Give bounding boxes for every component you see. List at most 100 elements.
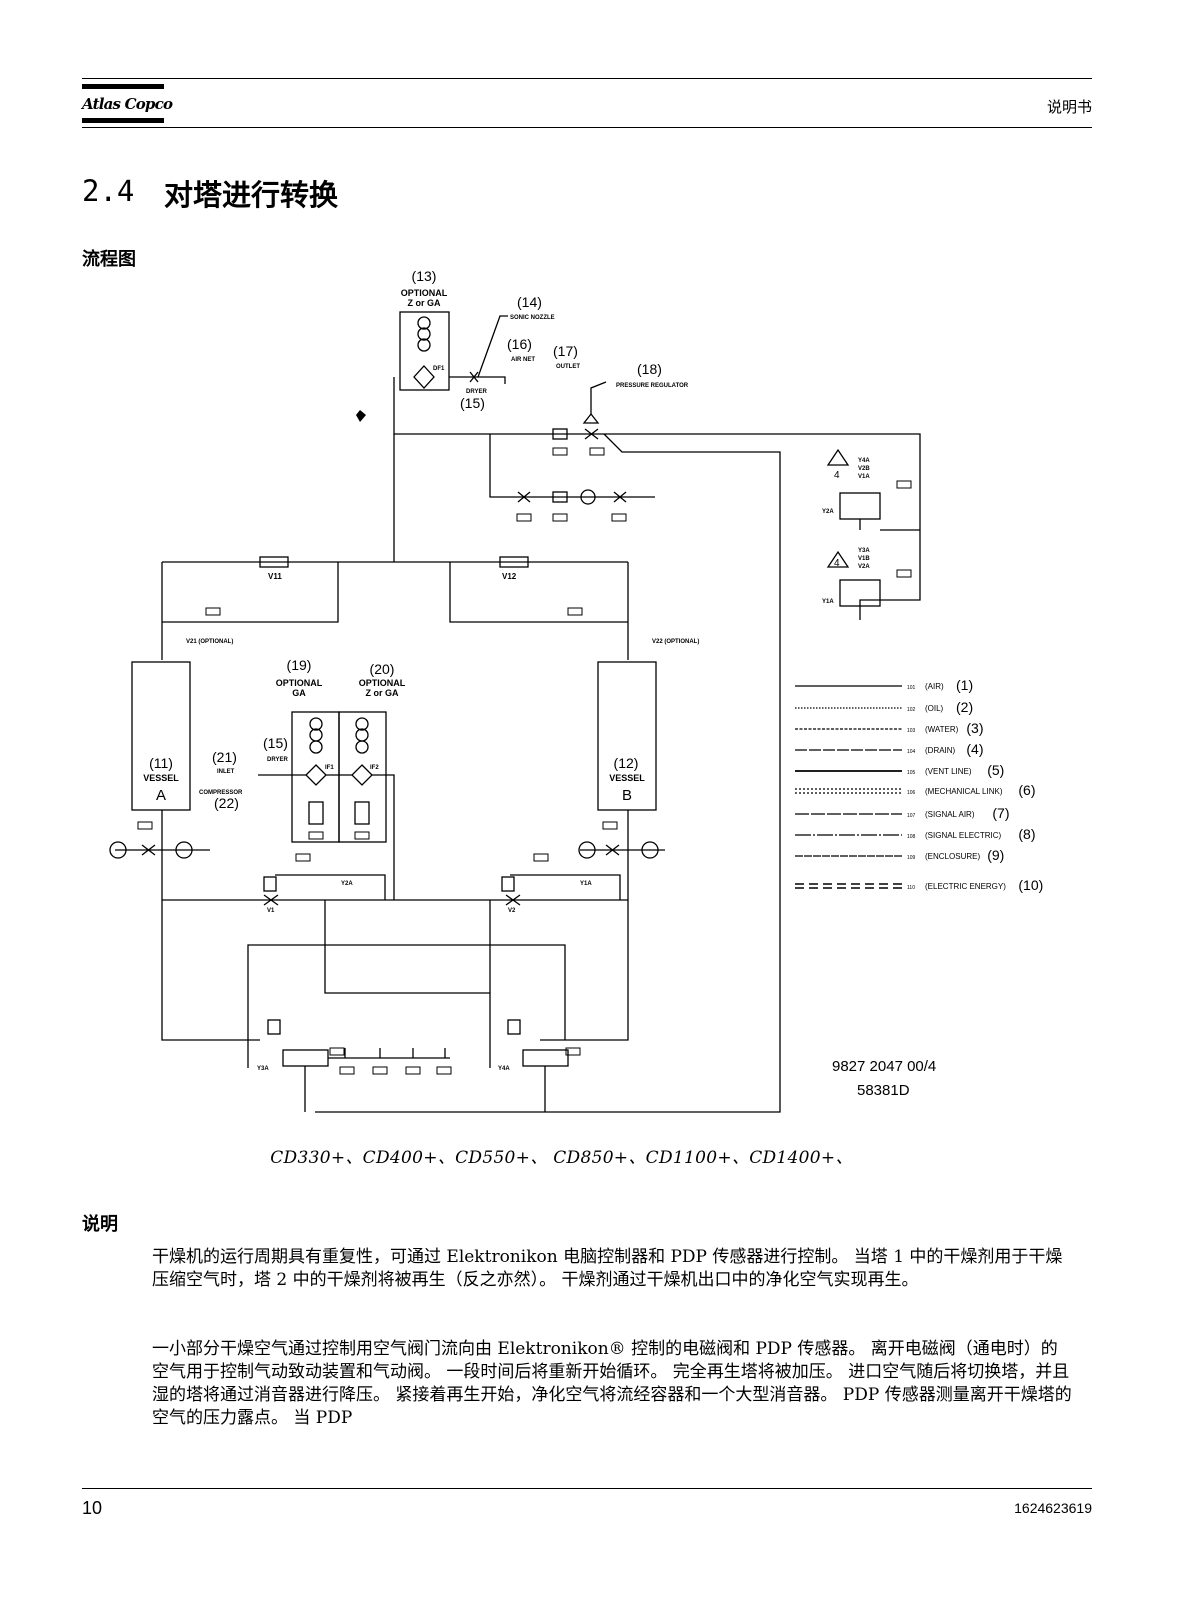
- y4a-label: Y4A: [498, 1066, 510, 1072]
- callout-19: (19): [287, 657, 312, 673]
- callout-18: (18): [637, 361, 662, 377]
- legend-code: 105: [907, 770, 916, 776]
- callout-16-label: AIR NET: [511, 357, 535, 363]
- y3a-label: Y3A: [257, 1066, 269, 1072]
- callout-20: (20): [370, 661, 395, 677]
- solenoid-1-tag-1: Y4A: [858, 458, 870, 464]
- callout-17-label: OUTLET: [556, 364, 580, 370]
- callout-22-label: COMPRESSOR: [199, 790, 243, 796]
- solenoid-2-y1a: Y1A: [822, 599, 834, 605]
- v21-label: V21 (OPTIONAL): [186, 639, 233, 645]
- legend-code: 107: [907, 813, 916, 819]
- callout-13-optional: OPTIONAL: [401, 288, 448, 298]
- doc-type: 说明书: [1046, 98, 1092, 116]
- v12-label: V12: [502, 572, 517, 581]
- model-caption: CD330+、CD400+、CD550+、 CD850+、CD1100+、CD1…: [270, 1148, 853, 1168]
- drawing-revision: 58381D: [857, 1082, 910, 1099]
- y2a-label: Y2A: [341, 881, 353, 887]
- v22-label: V22 (OPTIONAL): [652, 639, 699, 645]
- legend-name: (VENT LINE): [925, 767, 972, 776]
- callout-15-mid-label: DRYER: [267, 757, 288, 763]
- legend-name: (OIL): [925, 704, 944, 713]
- section-number: 2.4: [82, 174, 135, 208]
- legend-number: (9): [987, 847, 1004, 863]
- logo-bar-bottom: [82, 118, 164, 123]
- callout-13: (13): [412, 268, 437, 284]
- paragraph-2: 一小部分干燥空气通过控制用空气阀门流向由 Elektronikon® 控制的电磁…: [152, 1339, 1072, 1428]
- warning-number-2: 4: [834, 558, 840, 569]
- callout-12: (12): [614, 755, 639, 771]
- callout-22: (22): [214, 795, 239, 811]
- legend-name: (WATER): [925, 725, 959, 734]
- callout-16: (16): [507, 336, 532, 352]
- solenoid-2-tag-3: V2A: [858, 564, 870, 570]
- legend-number: (5): [987, 762, 1004, 778]
- legend-number: (1): [956, 677, 973, 693]
- drawing-number: 9827 2047 00/4: [832, 1058, 936, 1075]
- legend-code: 102: [907, 707, 916, 713]
- legend-number: (3): [966, 720, 983, 736]
- v1-label: V1: [267, 908, 275, 914]
- legend-number: (4): [966, 741, 983, 757]
- callout-19-optional: OPTIONAL: [276, 678, 323, 688]
- legend-name: (DRAIN): [925, 746, 956, 755]
- legend-number: (10): [1018, 877, 1043, 893]
- legend-code: 101: [907, 685, 916, 691]
- callout-15-top: (15): [460, 395, 485, 411]
- flow-diagram: 4 4 (13) OPTIONAL Z or GA (14) SONIC NOZ…: [109, 268, 1043, 1113]
- y1a-label: Y1A: [580, 881, 592, 887]
- legend-number: (7): [992, 805, 1009, 821]
- legend-name: (MECHANICAL LINK): [925, 787, 1003, 796]
- legend-code: 110: [907, 885, 915, 891]
- legend-code: 109: [907, 855, 916, 861]
- callout-14: (14): [517, 294, 542, 310]
- callout-14-label: SONIC NOZZLE: [510, 315, 555, 321]
- callout-18-label: PRESSURE REGULATOR: [616, 383, 689, 389]
- solenoid-1-y2a: Y2A: [822, 509, 834, 515]
- callout-19-type: GA: [292, 688, 306, 698]
- callout-21-label: INLET: [217, 769, 235, 775]
- callout-20-type: Z or GA: [366, 688, 399, 698]
- v11-label: V11: [268, 572, 282, 581]
- legend-name: (ENCLOSURE): [925, 852, 980, 861]
- line-legend: 101(AIR)(1)102(OIL)(2)103(WATER)(3)104(D…: [907, 677, 1043, 893]
- if1-label: IF1: [325, 765, 334, 771]
- callout-17: (17): [553, 343, 578, 359]
- legend-name: (SIGNAL ELECTRIC): [925, 831, 1001, 840]
- legend-code: 106: [907, 790, 916, 796]
- solenoid-2-tag-1: Y3A: [858, 548, 870, 554]
- legend-name: (SIGNAL AIR): [925, 810, 975, 819]
- flowchart-heading: 流程图: [82, 249, 136, 270]
- solenoid-2-tag-2: V1B: [858, 556, 870, 562]
- legend-number: (8): [1018, 826, 1035, 842]
- section-title: 对塔进行转换: [164, 178, 339, 212]
- logo-bar-top: [82, 84, 164, 89]
- callout-21: (21): [212, 749, 237, 765]
- description-heading: 说明: [82, 1214, 118, 1235]
- legend-name: (AIR): [925, 682, 944, 691]
- brand-logo: Atlas Copco: [82, 95, 173, 113]
- callout-12-vessel: VESSEL: [609, 773, 645, 783]
- solenoid-1-tag-3: V1A: [858, 474, 870, 480]
- legend-name: (ELECTRIC ENERGY): [925, 882, 1006, 891]
- v2-label: V2: [508, 908, 516, 914]
- callout-15-mid: (15): [263, 735, 288, 751]
- callout-12-letter: B: [622, 787, 632, 804]
- callout-11: (11): [149, 755, 173, 771]
- page-number: 10: [82, 1498, 103, 1518]
- legend-code: 108: [907, 834, 916, 840]
- callout-11-letter: A: [156, 787, 166, 804]
- paragraph-1: 干燥机的运行周期具有重复性，可通过 Elektronikon 电脑控制器和 PD…: [152, 1247, 1063, 1290]
- warning-number-1: 4: [834, 470, 840, 481]
- callout-20-optional: OPTIONAL: [359, 678, 406, 688]
- legend-number: (6): [1018, 782, 1035, 798]
- header-rule-bottom: [82, 127, 1092, 128]
- document-number: 1624623619: [1014, 1500, 1092, 1516]
- header-rule-top: [82, 78, 1092, 79]
- callout-15-top-label: DRYER: [466, 389, 487, 395]
- legend-code: 103: [907, 728, 916, 734]
- if2-label: IF2: [370, 765, 379, 771]
- footer-rule: [82, 1488, 1092, 1489]
- callout-13-type: Z or GA: [408, 298, 441, 308]
- callout-11-vessel: VESSEL: [143, 773, 179, 783]
